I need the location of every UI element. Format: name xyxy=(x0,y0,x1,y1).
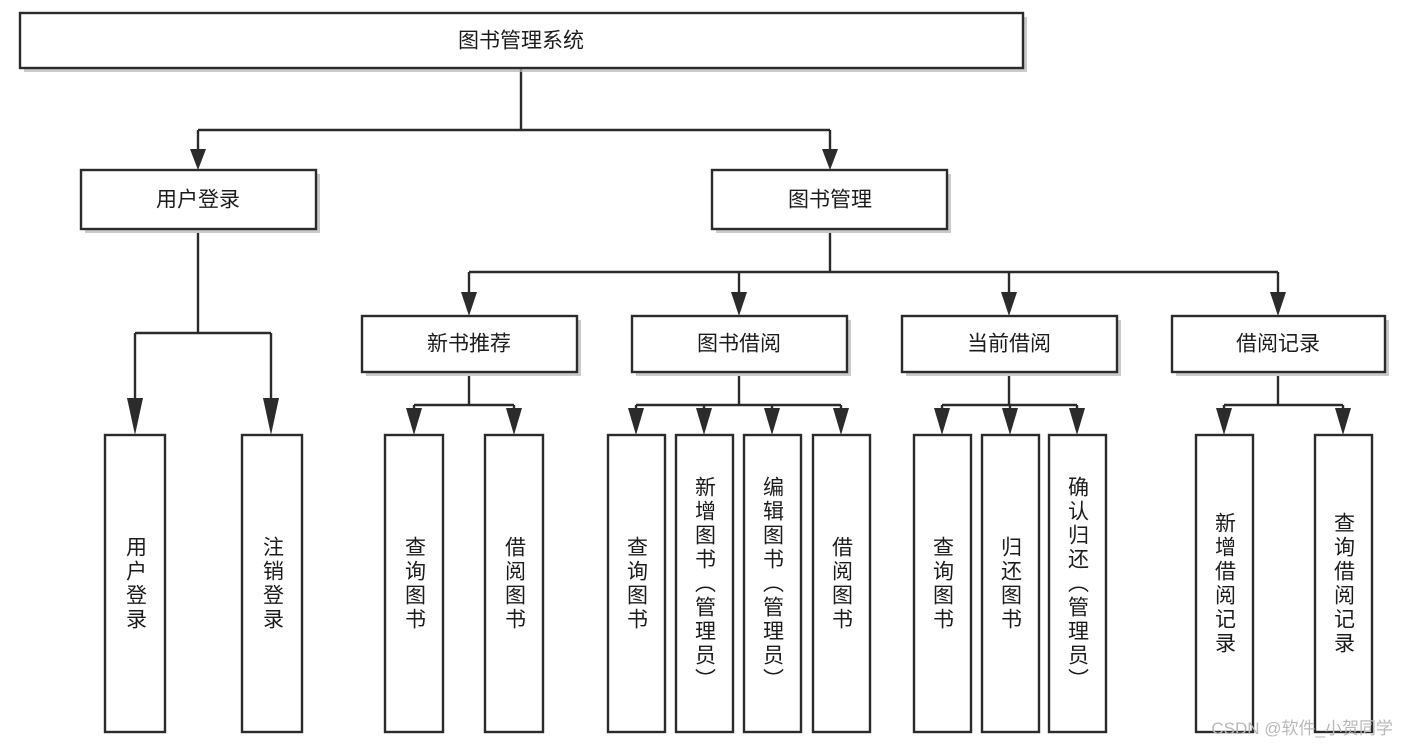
arrow-head-leaf-current-return xyxy=(1002,408,1018,435)
leaf-record-query[interactable]: 查询借阅记录 xyxy=(1313,433,1374,734)
leaf-user-logout[interactable]: 注销登录 xyxy=(240,433,304,734)
leaf-user-login[interactable]: 用户登录 xyxy=(103,433,167,734)
node-user-login-box[interactable] xyxy=(79,168,318,231)
arrow-head-leaf-borrow-lend xyxy=(833,408,849,435)
leaf-current-confirm-box[interactable] xyxy=(1047,433,1108,734)
arrow-head-leaf-borrow-add xyxy=(696,408,712,435)
arrow-head-leaf-record-add xyxy=(1216,408,1232,435)
connector-layer xyxy=(127,68,1351,435)
arrow-head-leaf-rec-query xyxy=(406,408,422,435)
leaf-borrow-add-label: 新增图书（管理员） xyxy=(693,476,717,692)
node-current-borrow-label: 当前借阅 xyxy=(967,333,1051,356)
node-root[interactable]: 图书管理系统 xyxy=(18,11,1027,72)
arrow-head-book-manage xyxy=(822,149,838,170)
arrow-head-user-login xyxy=(190,149,206,170)
leaf-borrow-query-box[interactable] xyxy=(606,433,667,734)
arrow-head-borrow-record xyxy=(1270,292,1286,316)
node-root-label: 图书管理系统 xyxy=(458,30,584,53)
node-book-manage[interactable]: 图书管理 xyxy=(710,168,951,233)
leaf-rec-borrow[interactable]: 借阅图书 xyxy=(483,433,545,734)
leaf-borrow-lend[interactable]: 借阅图书 xyxy=(811,433,872,734)
node-current-borrow-box[interactable] xyxy=(900,314,1119,374)
node-book-borrow[interactable]: 图书借阅 xyxy=(630,314,851,376)
leaf-user-logout-label: 注销登录 xyxy=(261,536,285,632)
leaf-user-logout-box[interactable] xyxy=(240,433,304,734)
leaf-borrow-add-box[interactable] xyxy=(674,433,735,734)
leaf-rec-borrow-label: 借阅图书 xyxy=(503,536,527,632)
leaf-current-query[interactable]: 查询图书 xyxy=(912,433,973,734)
arrow-head-leaf-borrow-edit xyxy=(764,408,780,435)
leaf-borrow-query-label: 查询图书 xyxy=(625,536,649,632)
arrow-head-current-borrow xyxy=(1001,292,1017,316)
leaf-record-query-box[interactable] xyxy=(1313,433,1374,734)
leaf-user-login-label: 用户登录 xyxy=(124,536,148,632)
node-book-manage-label: 图书管理 xyxy=(788,189,872,212)
node-borrow-record[interactable]: 借阅记录 xyxy=(1170,314,1389,376)
node-new-book-rec[interactable]: 新书推荐 xyxy=(360,314,581,376)
leaf-user-login-box[interactable] xyxy=(103,433,167,734)
leaf-current-return-box[interactable] xyxy=(980,433,1041,734)
leaf-rec-query-label: 查询图书 xyxy=(403,536,427,632)
leaf-record-add[interactable]: 新增借阅记录 xyxy=(1194,433,1255,734)
leaf-current-query-box[interactable] xyxy=(912,433,973,734)
leaf-borrow-add[interactable]: 新增图书（管理员） xyxy=(674,433,735,734)
arrow-head-leaf-rec-borrow xyxy=(506,408,522,435)
leaf-borrow-lend-box[interactable] xyxy=(811,433,872,734)
leaf-current-return[interactable]: 归还图书 xyxy=(980,433,1041,734)
arrow-head-leaf-borrow-query xyxy=(628,408,644,435)
arrow-head-leaf-user-login xyxy=(127,398,143,435)
arrow-head-leaf-record-query xyxy=(1335,408,1351,435)
node-book-manage-box[interactable] xyxy=(710,168,949,231)
leaf-rec-query[interactable]: 查询图书 xyxy=(383,433,445,734)
node-borrow-record-box[interactable] xyxy=(1170,314,1387,374)
node-new-book-rec-box[interactable] xyxy=(360,314,579,374)
node-user-login[interactable]: 用户登录 xyxy=(79,168,320,233)
leaf-borrow-edit-label: 编辑图书（管理员） xyxy=(761,476,785,692)
node-book-borrow-label: 图书借阅 xyxy=(697,333,781,356)
leaf-rec-query-box[interactable] xyxy=(383,433,445,734)
node-user-login-label: 用户登录 xyxy=(156,189,240,212)
leaf-current-query-label: 查询图书 xyxy=(931,536,955,632)
node-current-borrow[interactable]: 当前借阅 xyxy=(900,314,1121,376)
arrow-head-new-book-rec xyxy=(461,292,477,316)
leaf-record-query-label: 查询借阅记录 xyxy=(1332,512,1356,656)
leaf-current-confirm-label: 确认归还（管理员） xyxy=(1066,476,1090,692)
node-root-box[interactable] xyxy=(18,11,1025,70)
arrow-head-leaf-current-query xyxy=(934,408,950,435)
leaf-current-return-label: 归还图书 xyxy=(999,536,1023,632)
node-borrow-record-label: 借阅记录 xyxy=(1236,333,1320,356)
arrow-head-leaf-user-logout xyxy=(263,398,279,435)
arrow-head-leaf-current-confirm xyxy=(1069,408,1085,435)
leaf-borrow-lend-label: 借阅图书 xyxy=(830,536,854,632)
leaf-borrow-edit-box[interactable] xyxy=(742,433,803,734)
leaf-borrow-query[interactable]: 查询图书 xyxy=(606,433,667,734)
leaf-current-confirm[interactable]: 确认归还（管理员） xyxy=(1047,433,1108,734)
node-book-borrow-box[interactable] xyxy=(630,314,849,374)
arrow-head-book-borrow xyxy=(731,292,747,316)
leaf-borrow-edit[interactable]: 编辑图书（管理员） xyxy=(742,433,803,734)
leaf-record-add-box[interactable] xyxy=(1194,433,1255,734)
leaf-record-add-label: 新增借阅记录 xyxy=(1213,512,1237,656)
node-new-book-rec-label: 新书推荐 xyxy=(427,333,511,356)
leaf-rec-borrow-box[interactable] xyxy=(483,433,545,734)
